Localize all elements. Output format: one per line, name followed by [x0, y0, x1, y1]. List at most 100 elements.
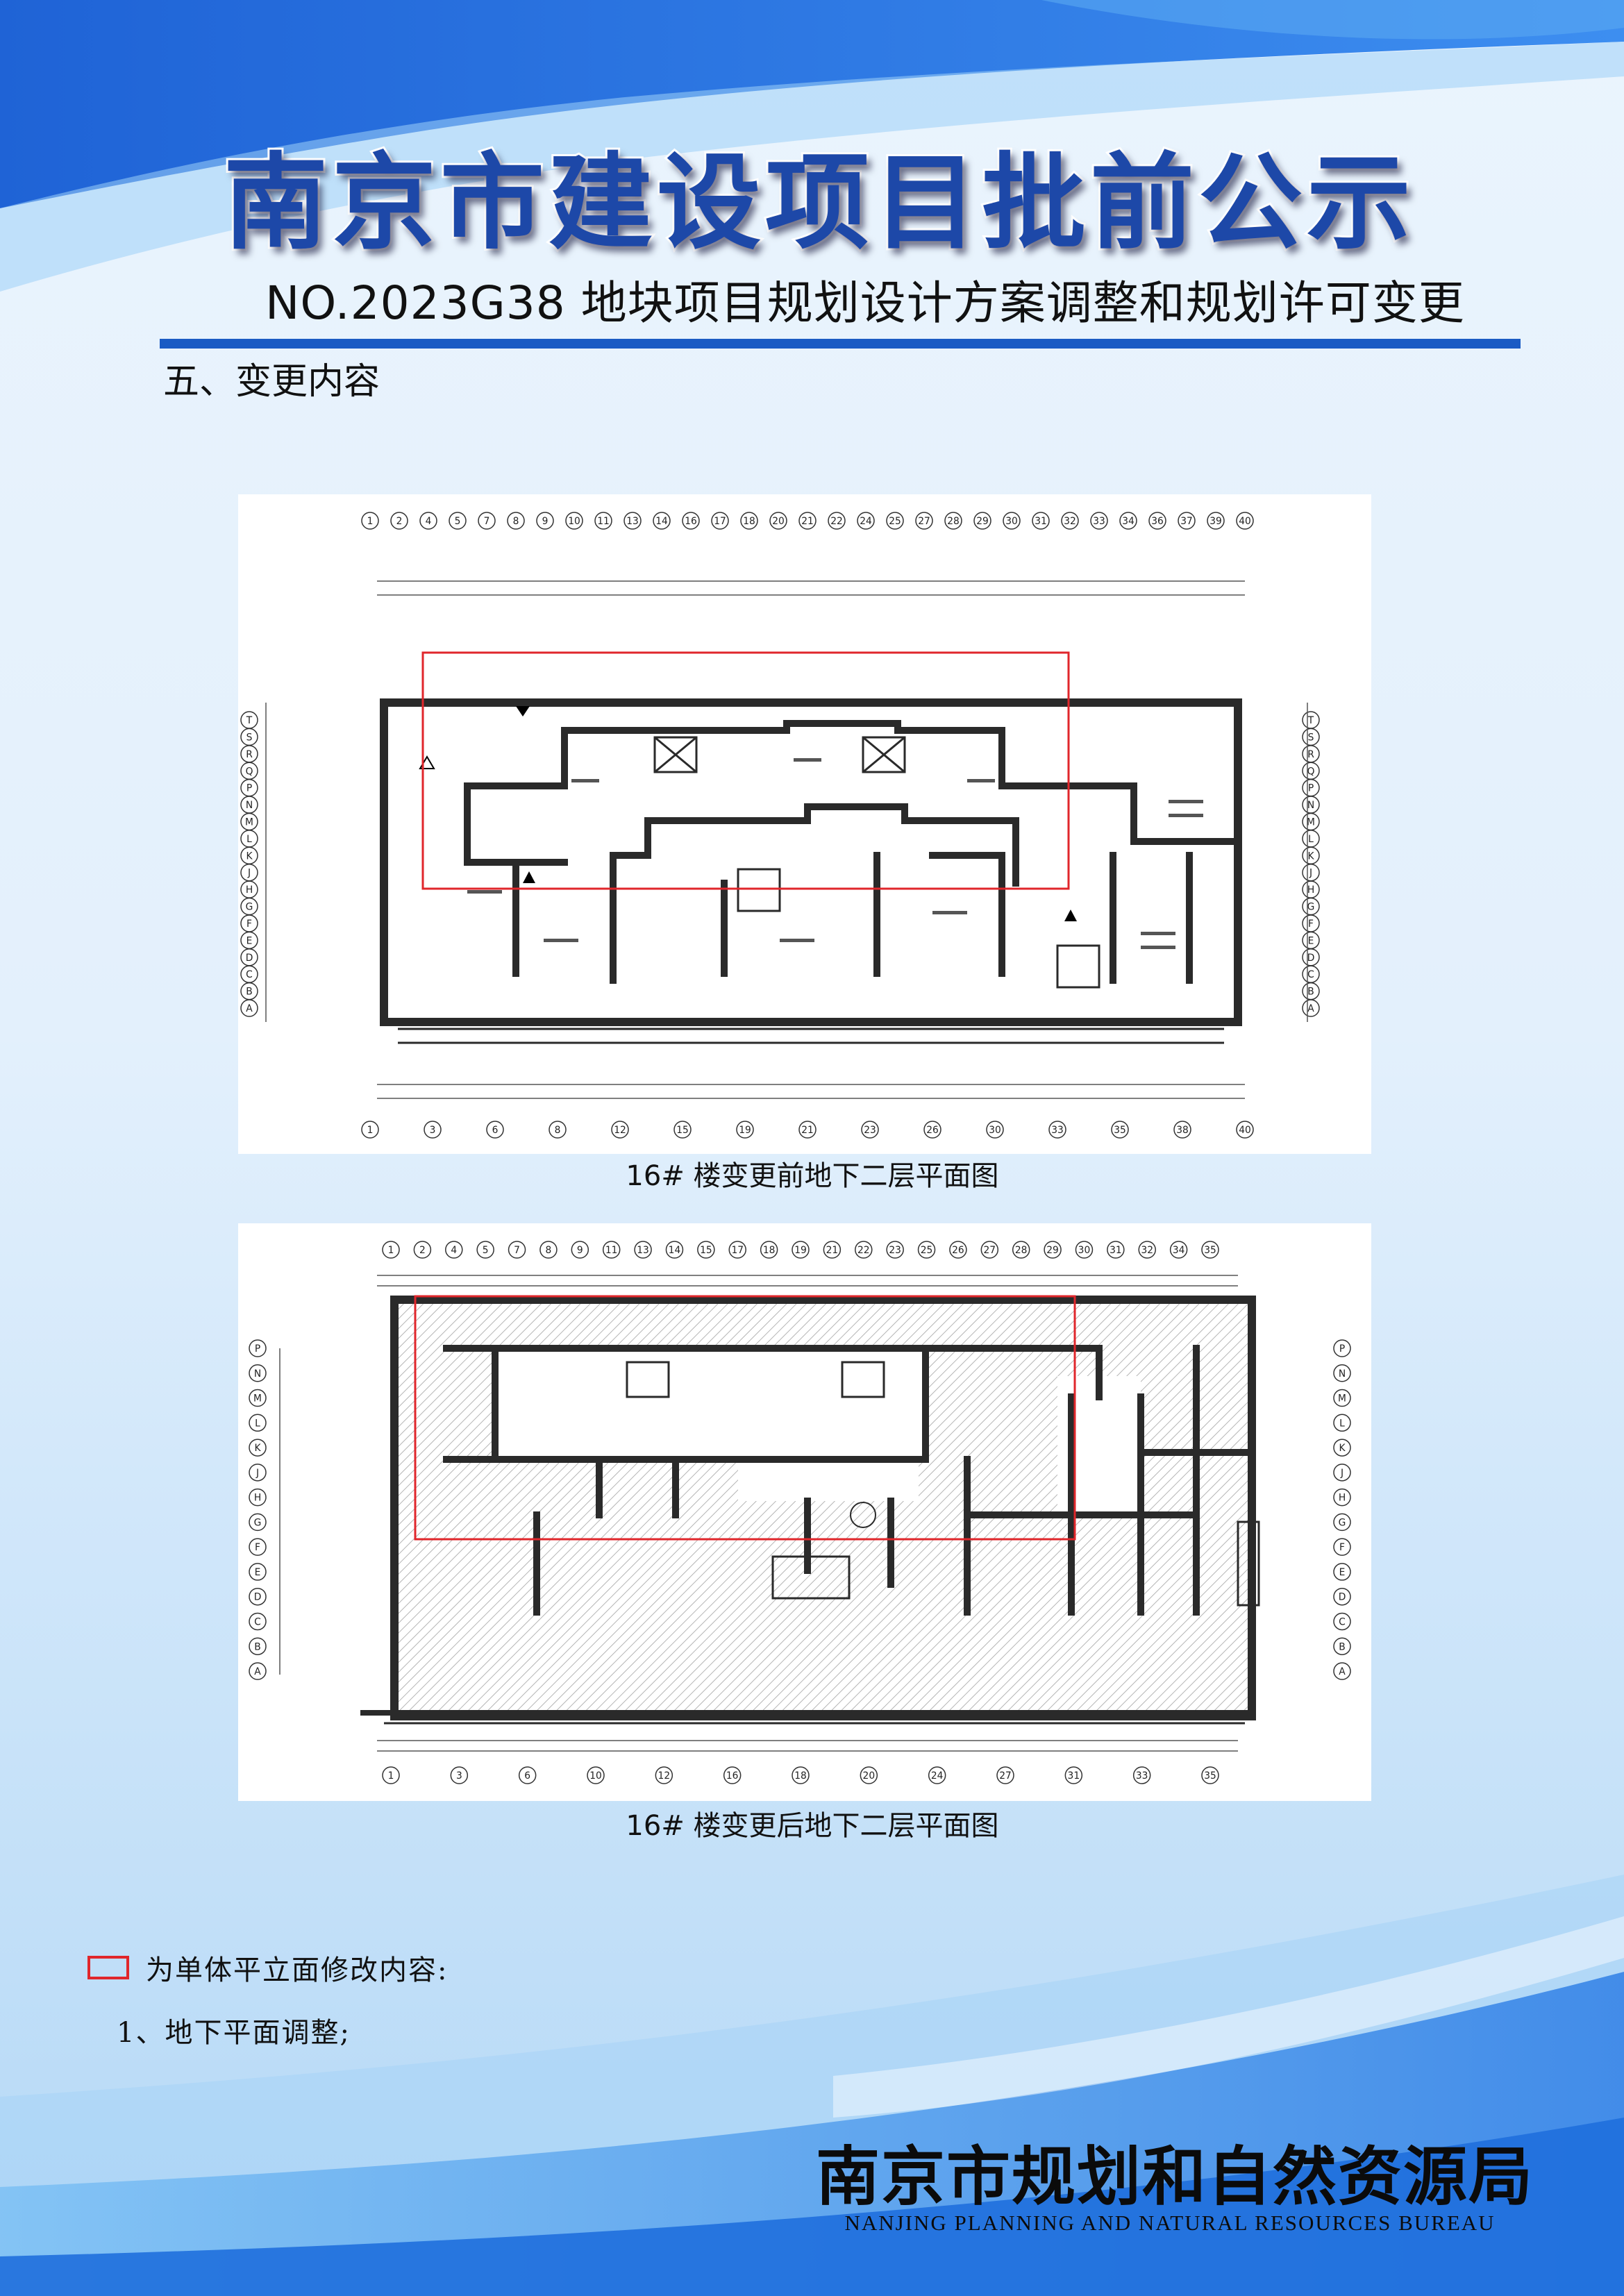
- axis-label: T: [246, 715, 253, 726]
- axis-label: 9: [577, 1245, 583, 1256]
- axis-label: 21: [801, 516, 814, 527]
- axis-bubble: [565, 512, 583, 530]
- axis-label: 35: [1204, 1245, 1216, 1256]
- axis-label: 5: [483, 1245, 489, 1256]
- axis-bubble: [986, 1121, 1004, 1139]
- axis-label: 30: [1078, 1245, 1091, 1256]
- axis-bubble: [728, 1241, 746, 1259]
- axis-label: 17: [731, 1245, 744, 1256]
- axis-bubble: [1090, 512, 1108, 530]
- axis-label: 16: [685, 516, 697, 527]
- axis-label: 33: [1136, 1770, 1148, 1782]
- axis-label: D: [254, 1592, 262, 1603]
- axis-bubble: [450, 1766, 469, 1784]
- axis-bubble: [1169, 1241, 1188, 1259]
- axis-label: 27: [918, 516, 930, 527]
- axis-label: 20: [863, 1770, 876, 1782]
- axis-label: A: [254, 1666, 261, 1677]
- axis-bubble: [1236, 512, 1254, 530]
- axis-label: Q: [246, 766, 253, 777]
- axis-label: 21: [801, 1125, 814, 1136]
- axis-label: B: [246, 987, 252, 998]
- axis-label: 7: [484, 516, 490, 527]
- axis-label: 1: [367, 516, 374, 527]
- axis-label: 21: [826, 1245, 839, 1256]
- title-divider: [160, 339, 1521, 349]
- axis-label: 3: [456, 1770, 462, 1782]
- axis-bubble: [445, 1241, 463, 1259]
- axis-bubble: [249, 1637, 267, 1655]
- axis-bubble: [1178, 512, 1196, 530]
- axis-label: 34: [1122, 516, 1135, 527]
- axis-bubble: [249, 1662, 267, 1680]
- axis-label: J: [247, 868, 251, 879]
- axis-label: G: [1339, 1517, 1346, 1528]
- axis-label: K: [246, 850, 253, 862]
- axis-label: 32: [1064, 516, 1076, 527]
- axis-bubble: [382, 1241, 400, 1259]
- main-title: 南京市建设项目批前公示: [221, 140, 1415, 266]
- axis-bubble: [1333, 1637, 1351, 1655]
- axis-bubble: [1201, 1241, 1219, 1259]
- axis-label: 9: [542, 516, 549, 527]
- axis-label: 19: [739, 1125, 751, 1136]
- axis-label: B: [254, 1641, 260, 1652]
- axis-label: M: [253, 1393, 262, 1405]
- axis-bubble: [798, 1121, 817, 1139]
- axis-label: 26: [926, 1125, 939, 1136]
- axis-label: N: [254, 1368, 261, 1380]
- axis-bubble: [1132, 1766, 1151, 1784]
- axis-label: 28: [1015, 1245, 1028, 1256]
- axis-label: 12: [658, 1770, 671, 1782]
- bureau-name-english: NANJING PLANNING AND NATURAL RESOURCES B…: [844, 2211, 1496, 2235]
- axis-label: 17: [714, 516, 726, 527]
- axis-label: C: [1339, 1617, 1346, 1628]
- axis-bubble: [792, 1766, 810, 1784]
- axis-bubble: [539, 1241, 558, 1259]
- axis-label: 12: [614, 1125, 626, 1136]
- axis-bubble: [798, 512, 817, 530]
- axis-bubble: [1075, 1241, 1094, 1259]
- axis-bubble: [769, 512, 787, 530]
- axis-bubble: [424, 1121, 442, 1139]
- axis-label: 27: [999, 1770, 1012, 1782]
- axis-label: 18: [743, 516, 755, 527]
- axis-bubble: [536, 512, 554, 530]
- axis-bubble: [390, 512, 408, 530]
- axis-bubble: [249, 1464, 267, 1482]
- axis-label: F: [255, 1542, 260, 1553]
- axis-label: 33: [1051, 1125, 1064, 1136]
- axis-bubble: [1333, 1439, 1351, 1457]
- axis-label: 23: [864, 1125, 876, 1136]
- axis-bubble: [917, 1241, 936, 1259]
- axis-label: 22: [830, 516, 843, 527]
- axis-label: 24: [860, 516, 872, 527]
- axis-label: 32: [1141, 1245, 1153, 1256]
- axis-label: 40: [1239, 516, 1251, 527]
- caption-before: 16# 楼变更前地下二层平面图: [626, 1160, 999, 1192]
- axis-label: P: [246, 783, 252, 794]
- axis-label: 15: [676, 1125, 689, 1136]
- axis-label: K: [254, 1443, 261, 1454]
- axis-bubble: [949, 1241, 967, 1259]
- axis-bubble: [611, 1121, 629, 1139]
- axis-label: 30: [1005, 516, 1018, 527]
- section-heading: 五、变更内容: [163, 361, 380, 403]
- axis-bubble: [1333, 1488, 1351, 1507]
- axis-bubble: [923, 1121, 941, 1139]
- axis-label: M: [1338, 1393, 1346, 1405]
- axis-label: 8: [555, 1125, 561, 1136]
- axis-label: 25: [889, 516, 901, 527]
- axis-label: M: [245, 817, 253, 828]
- axis-bubble: [857, 512, 875, 530]
- axis-label: 19: [794, 1245, 807, 1256]
- axis-label: K: [1307, 850, 1314, 862]
- axis-bubble: [1333, 1662, 1351, 1680]
- axis-label: 15: [700, 1245, 712, 1256]
- axis-bubble: [249, 1439, 267, 1457]
- axis-bubble: [823, 1241, 842, 1259]
- axis-label: 29: [1046, 1245, 1059, 1256]
- axis-label: 28: [947, 516, 960, 527]
- axis-label: L: [255, 1418, 260, 1429]
- axis-label: 13: [626, 516, 639, 527]
